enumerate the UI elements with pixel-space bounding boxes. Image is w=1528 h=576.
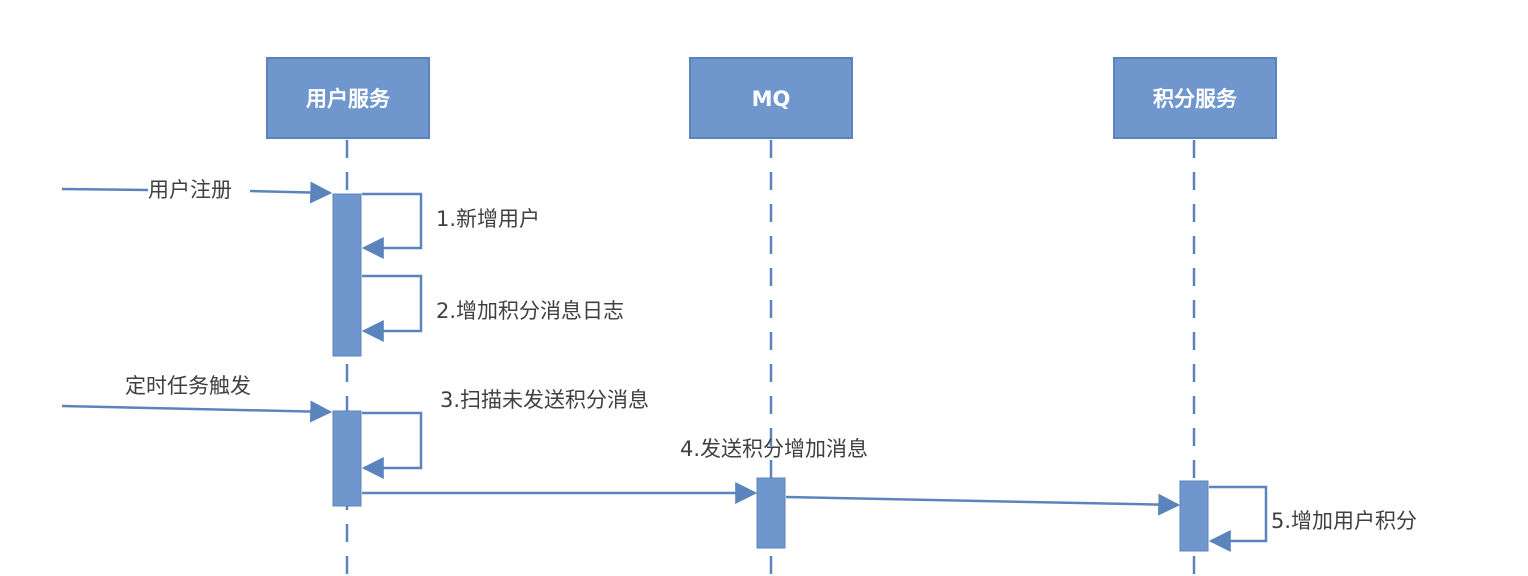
activation-user-2 xyxy=(332,410,362,507)
message-mq-to-points xyxy=(785,493,1181,516)
participant-user-label: 用户服务 xyxy=(306,87,391,111)
participant-points: 积分服务 xyxy=(1113,57,1277,139)
incoming-timer-label: 定时任务触发 xyxy=(125,374,251,398)
step-3-label: 3.扫描未发送积分消息 xyxy=(440,388,649,412)
incoming-timer: 定时任务触发 xyxy=(61,374,333,423)
self-message-3: 3.扫描未发送积分消息 xyxy=(361,388,649,479)
activation-user-1 xyxy=(332,193,362,357)
incoming-register-label: 用户注册 xyxy=(148,178,232,202)
participant-points-label: 积分服务 xyxy=(1153,87,1238,111)
activation-mq xyxy=(756,477,786,549)
step-1-label: 1.新增用户 xyxy=(436,207,540,231)
participant-user: 用户服务 xyxy=(266,57,430,139)
participant-mq: MQ xyxy=(689,57,853,139)
step-5-label: 5.增加用户积分 xyxy=(1271,509,1417,533)
self-message-2: 2.增加积分消息日志 xyxy=(361,274,624,342)
activation-points xyxy=(1179,480,1209,552)
step-2-label: 2.增加积分消息日志 xyxy=(436,299,624,323)
self-message-5: 5.增加用户积分 xyxy=(1208,485,1417,552)
participant-mq-label: MQ xyxy=(752,87,791,111)
incoming-register: 用户注册 xyxy=(61,178,333,204)
message-4: 4.发送积分增加消息 xyxy=(362,437,868,504)
step-4-label: 4.发送积分增加消息 xyxy=(680,437,868,461)
self-message-1: 1.新增用户 xyxy=(361,192,540,259)
